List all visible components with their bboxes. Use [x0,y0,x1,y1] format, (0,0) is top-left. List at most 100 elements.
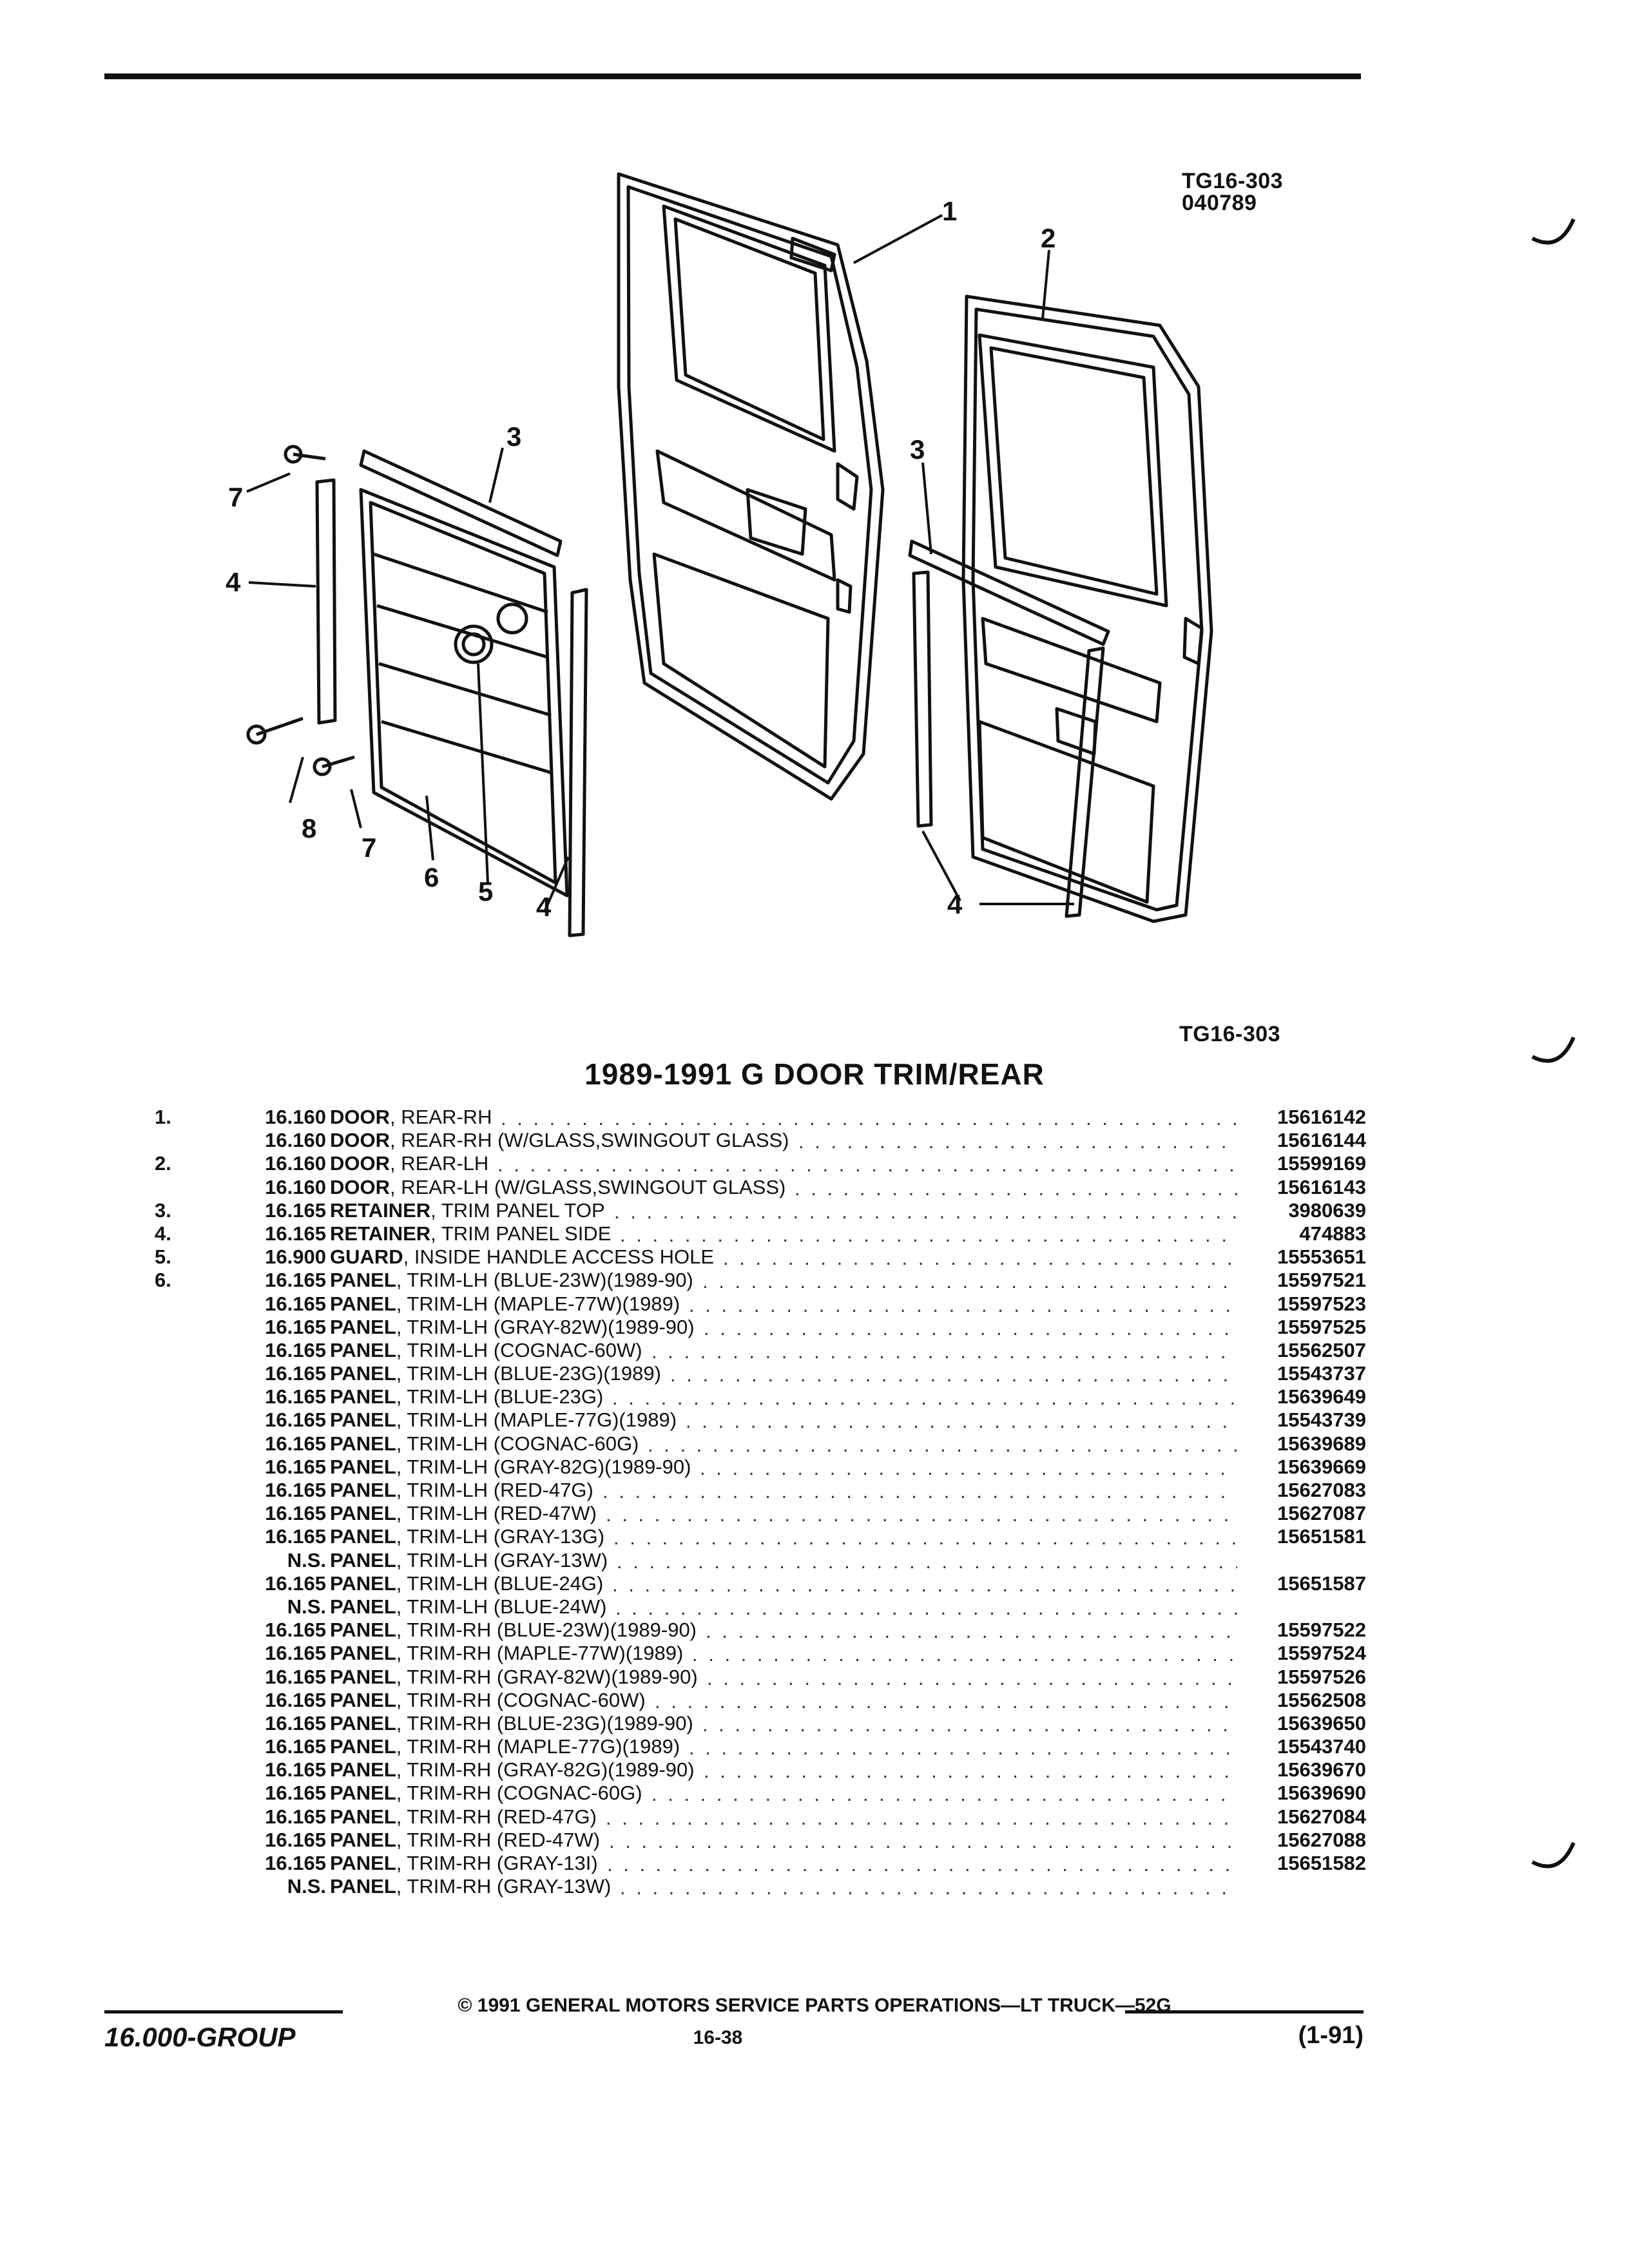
part-description: , TRIM-RH (GRAY-82W)(1989-90) [396,1665,698,1688]
door-rh-illustration [617,172,885,801]
callout-8: 8 [302,813,316,843]
group-code: 16.165 [265,1619,326,1642]
part-name: PANEL [330,1548,396,1571]
part-description: , TRIM-RH (GRAY-82G)(1989-90) [396,1758,695,1782]
part-name: PANEL [330,1735,396,1758]
part-description: , TRIM-LH (MAPLE-77G)(1989) [396,1408,677,1432]
group-code: 16.165 [265,1315,326,1338]
footer-group: 16.000-GROUP [104,2022,296,2052]
group-code: 16.165 [265,1362,326,1385]
part-name: DOOR [330,1175,390,1198]
part-name-wrapper: PANEL, TRIM-RH (GRAY-82G)(1989-90) [330,1758,695,1782]
group-code: 16.165 [265,1385,326,1408]
part-name-wrapper: PANEL, TRIM-LH (RED-47W) [330,1502,597,1525]
leader-dots: . . . . . . . . . . . . . . . . . . . . … [651,1783,1237,1806]
part-name: PANEL [330,1315,396,1338]
part-name-wrapper: PANEL, TRIM-RH (GRAY-13W) [330,1875,611,1898]
part-name-wrapper: PANEL, TRIM-LH (GRAY-13W) [330,1549,608,1572]
part-name: PANEL [330,1619,396,1642]
footer-copyright: © 1991 GENERAL MOTORS SERVICE PARTS OPER… [458,1995,1171,2016]
part-number: 15651582 [1277,1852,1366,1874]
part-number: 15639669 [1277,1455,1366,1478]
leader-dots: . . . . . . . . . . . . . . . . . . . . … [704,1316,1237,1340]
part-name-wrapper: PANEL, TRIM-LH (BLUE-24G) [330,1572,603,1595]
part-name-wrapper: PANEL, TRIM-RH (BLUE-23W)(1989-90) [330,1619,697,1642]
part-number: 3980639 [1288,1198,1366,1222]
part-name-wrapper: PANEL, TRIM-RH (MAPLE-77W)(1989) [330,1642,683,1665]
part-number: 15543739 [1277,1408,1366,1432]
part-name-wrapper: PANEL, TRIM-RH (COGNAC-60G) [330,1782,642,1805]
part-number: 15627087 [1277,1502,1366,1525]
part-name-wrapper: RETAINER, TRIM PANEL TOP [330,1199,605,1222]
part-name: DOOR [330,1106,390,1128]
group-code: 16.165 [265,1735,326,1758]
part-name-wrapper: PANEL, TRIM-LH (MAPLE-77G)(1989) [330,1408,677,1432]
part-name-wrapper: DOOR, REAR-RH [330,1106,492,1129]
group-code: 16.165 [265,1711,326,1735]
part-description: , TRIM-LH (BLUE-23G) [396,1385,604,1408]
part-number: 15627083 [1277,1479,1366,1501]
part-name-wrapper: PANEL, TRIM-LH (BLUE-23G) [330,1385,603,1408]
group-code: 16.160 [265,1152,326,1175]
part-description: , TRIM-RH (COGNAC-60G) [396,1782,642,1805]
part-name-wrapper: PANEL, TRIM-RH (RED-47G) [330,1805,597,1829]
part-description: , TRIM-LH (BLUE-24G) [396,1571,604,1595]
part-name-wrapper: PANEL, TRIM-LH (COGNAC-60G) [330,1432,639,1456]
part-name: PANEL [330,1338,396,1361]
figure-code: TG16-303 [1182,169,1284,193]
part-name: DOOR [330,1152,390,1175]
part-name: RETAINER [330,1198,431,1222]
part-description: , TRIM-LH (MAPLE-77W)(1989) [396,1292,680,1315]
part-name: PANEL [330,1269,396,1292]
parts-row: N.S.PANEL, TRIM-LH (GRAY-13W). . . . . .… [155,1549,1366,1573]
part-description: , TRIM PANEL SIDE [430,1222,612,1245]
part-description: , TRIM-RH (MAPLE-77W)(1989) [396,1642,684,1665]
footer-page-number: 16-38 [693,2027,743,2048]
callout-4-middle: 4 [536,892,552,922]
part-number: 15553651 [1277,1245,1366,1269]
part-number: 15599169 [1277,1152,1366,1175]
leader-dots: . . . . . . . . . . . . . . . . . . . . … [655,1689,1237,1713]
part-name-wrapper: PANEL, TRIM-RH (MAPLE-77G)(1989) [330,1735,680,1758]
leader-dots: . . . . . . . . . . . . . . . . . . . . … [723,1247,1237,1270]
callout-4-right: 4 [947,889,963,919]
part-description: , TRIM-RH (BLUE-23W)(1989-90) [396,1619,697,1642]
leader-dots: . . . . . . . . . . . . . . . . . . . . … [617,1550,1237,1573]
part-name: PANEL [330,1711,396,1735]
part-description: , TRIM-LH (GRAY-82W)(1989-90) [396,1315,695,1338]
group-code: 16.165 [265,1688,326,1711]
group-code: 16.165 [265,1338,326,1361]
part-name-wrapper: PANEL, TRIM-LH (COGNAC-60W) [330,1339,642,1362]
part-name: PANEL [330,1432,396,1455]
leader-dots: . . . . . . . . . . . . . . . . . . . . … [798,1130,1237,1153]
part-description: , TRIM-LH (BLUE-23G)(1989) [396,1362,661,1385]
leader-dots: . . . . . . . . . . . . . . . . . . . . … [651,1340,1237,1363]
part-name: PANEL [330,1875,396,1898]
part-number: 15543740 [1277,1735,1366,1758]
group-code: 16.900 [265,1245,326,1269]
group-code: 16.160 [265,1175,326,1198]
leader-dots: . . . . . . . . . . . . . . . . . . . . … [700,1456,1237,1479]
leader-dots: . . . . . . . . . . . . . . . . . . . . … [612,1387,1237,1410]
group-code: 16.165 [265,1782,326,1805]
part-name-wrapper: GUARD, INSIDE HANDLE ACCESS HOLE [330,1245,714,1269]
group-code: N.S. [287,1875,326,1898]
binder-hole-mark-3 [1531,1841,1576,1869]
part-number: 474883 [1299,1222,1366,1245]
part-number: 15616142 [1277,1106,1366,1128]
group-code: 16.165 [265,1432,326,1455]
part-number: 15627088 [1277,1828,1366,1851]
figure-code-bottom: TG16-303 [1179,1022,1281,1046]
